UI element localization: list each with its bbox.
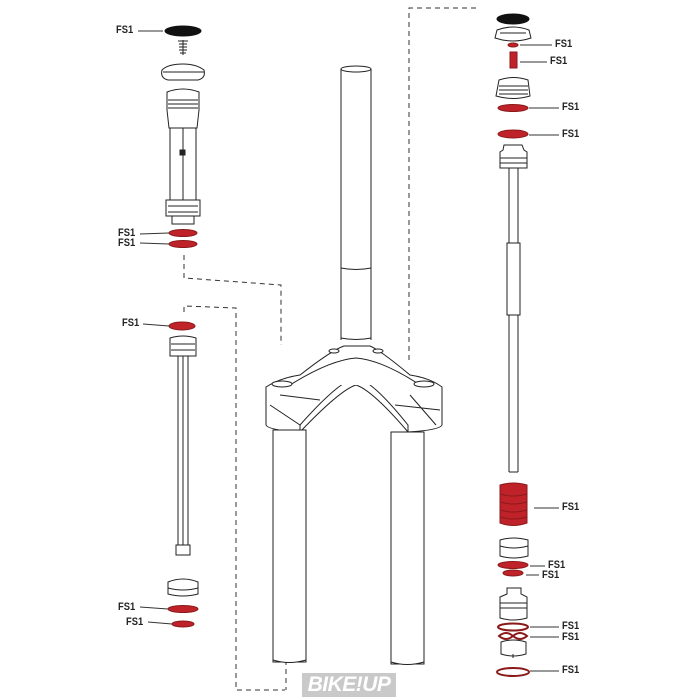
fs1-o-rings [496, 622, 530, 677]
left-top-assembly [161, 25, 205, 225]
stanchion-left [272, 429, 307, 663]
dashed-guide-lines [183, 7, 480, 691]
part-label-fs1: FS1 [562, 620, 580, 632]
part-label-fs1: FS1 [562, 128, 580, 140]
part-label-fs1: FS1 [562, 631, 580, 643]
part-label-fs1: FS1 [122, 317, 140, 329]
part-label-fs1: FS1 [562, 664, 580, 676]
part-label-fs1: FS1 [548, 559, 566, 571]
right-lower-assembly [499, 482, 529, 658]
leader-lines [138, 30, 559, 672]
fs1-seals [167, 42, 529, 628]
fork-crown [265, 345, 443, 433]
part-label-fs1: FS1 [126, 616, 144, 628]
part-label-fs1: FS1 [562, 501, 580, 513]
part-label-fs1: FS1 [118, 601, 136, 613]
part-label-fs1: FS1 [118, 237, 136, 249]
stanchion-right [390, 431, 425, 665]
part-label-fs1: FS1 [550, 55, 568, 67]
watermark-text: BIKE!UP [307, 673, 391, 696]
part-label-fs1: FS1 [542, 569, 560, 581]
part-label-fs1: FS1 [118, 227, 136, 239]
left-lower-assembly [167, 335, 199, 597]
part-label-fs1: FS1 [555, 38, 573, 50]
watermark-logo: BIKE!UP [302, 673, 396, 697]
part-label-fs1: FS1 [562, 101, 580, 113]
part-label-fs1: FS1 [116, 24, 134, 36]
steerer-tube [340, 65, 372, 340]
right-top-assembly [494, 13, 532, 473]
